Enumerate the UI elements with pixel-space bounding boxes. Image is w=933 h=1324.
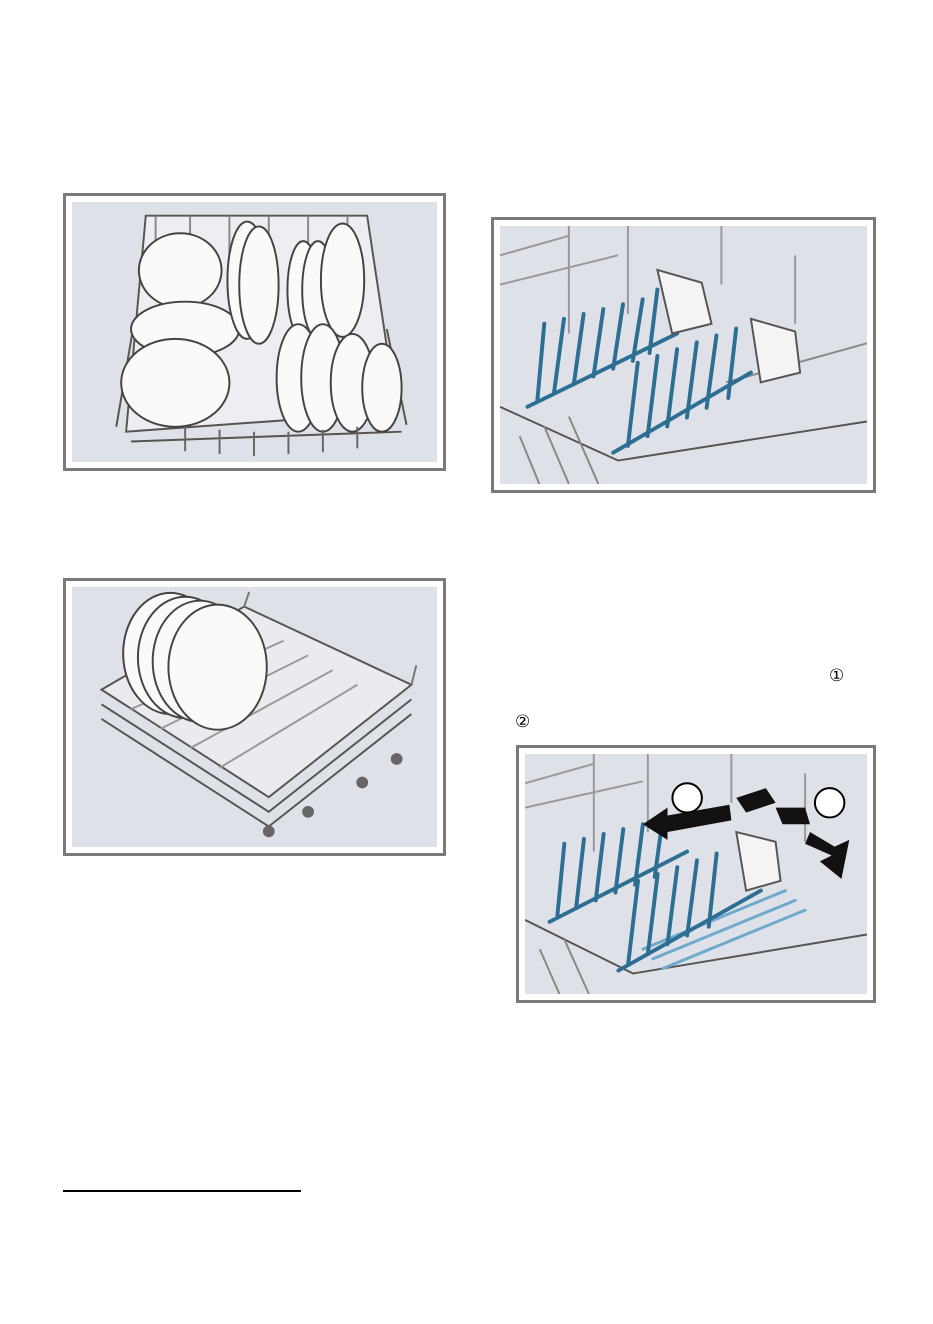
footnote-rule [63, 1190, 301, 1192]
lower-basket-icon [72, 587, 437, 847]
step-2-marker: ② [515, 713, 530, 731]
upper-basket-figure [63, 193, 446, 471]
callout-a [672, 783, 701, 812]
folding-plate-racks-with-arrows-icon [525, 754, 867, 994]
callout-b [815, 788, 844, 817]
step-1-marker: ① [829, 667, 844, 685]
folding-spikes-figure [491, 217, 876, 493]
lower-basket-figure [63, 578, 446, 856]
folding-plate-racks-icon [500, 226, 867, 484]
folding-spikes-action-figure [516, 745, 876, 1003]
upper-basket-icon [72, 202, 437, 462]
